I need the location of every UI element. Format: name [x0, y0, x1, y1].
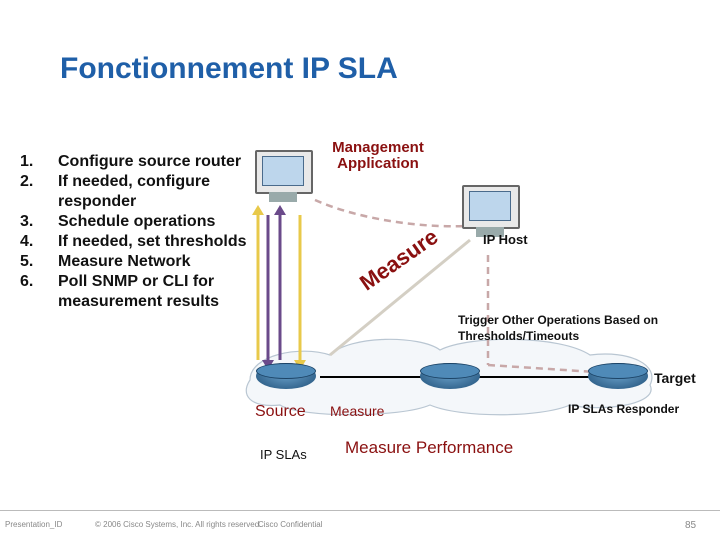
- ip-host-icon: [462, 185, 520, 237]
- monitor-stand: [476, 227, 504, 237]
- measure-label: Measure: [330, 403, 385, 419]
- footer-copyright: © 2006 Cisco Systems, Inc. All rights re…: [95, 520, 262, 529]
- management-host-icon: [255, 150, 313, 202]
- measure-arrow: [329, 238, 471, 357]
- footer-divider: [0, 510, 720, 511]
- management-label: Management Application: [332, 139, 424, 172]
- trigger-label: Trigger Other Operations Based on Thresh…: [458, 313, 659, 343]
- footer-presentation-id: Presentation_ID: [5, 520, 63, 529]
- monitor-screen: [262, 156, 304, 186]
- source-router-icon: [256, 363, 316, 389]
- slide-title: Fonctionnement IP SLA: [60, 52, 398, 85]
- step-item: 2.If needed, configure responder: [20, 173, 211, 210]
- footer-page-number: 85: [685, 520, 697, 531]
- target-router-icon: [588, 363, 648, 389]
- steps-list: 1.Configure source router 2.If needed, c…: [20, 152, 260, 312]
- yellow-arrow-head: [252, 205, 264, 215]
- source-label: Source: [255, 403, 306, 420]
- purple-arrow-2-head: [274, 205, 286, 215]
- ip-host-label: IP Host: [483, 232, 528, 247]
- target-label: Target: [654, 370, 696, 386]
- step-item: 3.Schedule operations: [20, 213, 216, 230]
- measure-performance-label: Measure Performance: [345, 438, 514, 457]
- step-item: 1.Configure source router: [20, 153, 242, 170]
- step-item: 6.Poll SNMP or CLI for measurement resul…: [20, 273, 219, 310]
- step-item: 4.If needed, set thresholds: [20, 233, 247, 250]
- dashed-link: [314, 198, 481, 228]
- monitor-screen: [469, 191, 511, 221]
- responder-label: IP SLAs Responder: [568, 402, 680, 416]
- footer-confidential: Cisco Confidential: [258, 520, 323, 529]
- dashed-trigger-right: [487, 363, 596, 374]
- middle-router-icon: [420, 363, 480, 389]
- monitor-stand: [269, 192, 297, 202]
- ip-slas-label: IP SLAs: [260, 447, 307, 462]
- step-item: 5.Measure Network: [20, 253, 191, 270]
